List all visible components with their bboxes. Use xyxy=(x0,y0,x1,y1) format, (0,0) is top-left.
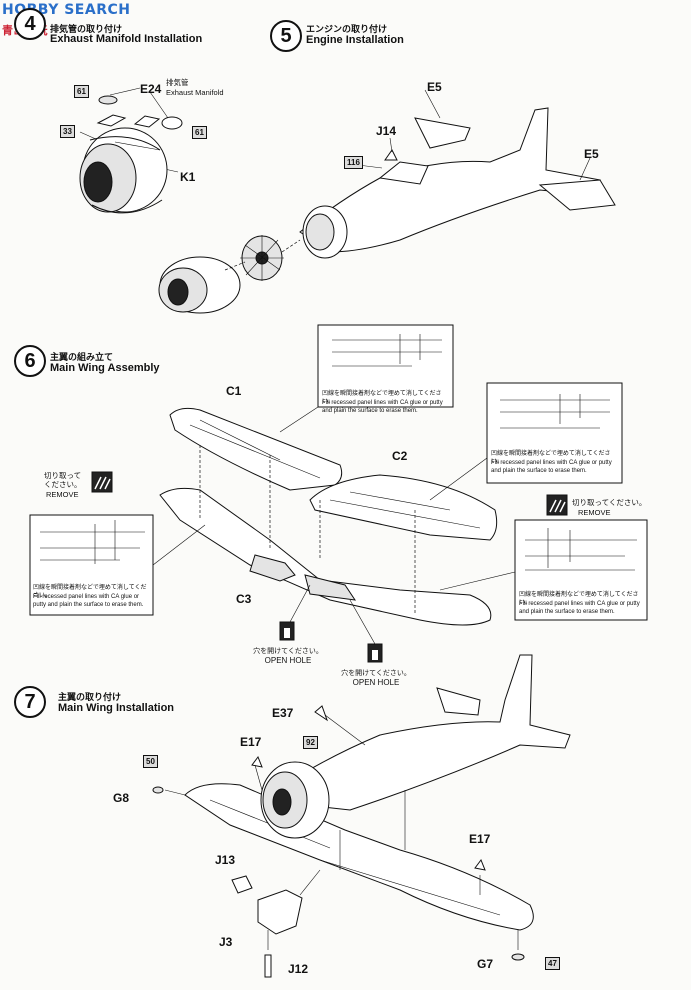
part-61-washer-a xyxy=(98,95,118,105)
fill-note-2-jp: 凹線を瞬間接着剤などで埋めて消してください。 xyxy=(491,450,611,465)
step-6-number: 6 xyxy=(14,345,46,377)
detail-box-2 xyxy=(486,382,623,484)
tag-61-b: 61 xyxy=(192,126,207,139)
label-e37: E37 xyxy=(272,706,294,720)
part-e24-pipe-b xyxy=(133,115,161,128)
remove-icon-left xyxy=(91,471,113,493)
fill-note-2-en: Fill recessed panel lines with CA glue o… xyxy=(491,460,612,474)
remove-left-jp: 切り取って ください。 xyxy=(44,471,82,489)
label-g8: G8 xyxy=(113,791,130,805)
label-c1: C1 xyxy=(226,384,242,398)
step-4-title-jp: 排気管の取り付け xyxy=(50,25,123,35)
step-5-drawing xyxy=(158,89,616,314)
open-hole-a-jp: 穴を開けてください。 xyxy=(253,647,323,655)
step-4-title-en: Exhaust Manifold Installation xyxy=(50,33,203,45)
tag-116: 116 xyxy=(344,156,363,169)
part-j3 xyxy=(257,889,303,935)
tag-47: 47 xyxy=(545,957,560,970)
open-hole-a-en: OPEN HOLE xyxy=(264,656,312,665)
part-61-washer-b xyxy=(161,116,183,130)
remove-right-jp: 切り取ってください。 xyxy=(572,498,647,507)
e24-en: Exhaust Manifold xyxy=(166,88,224,97)
part-e5-stabilizer-b xyxy=(538,179,616,211)
tag-50: 50 xyxy=(143,755,158,768)
part-e17-a xyxy=(251,755,263,768)
part-e24-pipe-a xyxy=(96,114,127,127)
part-c1-wing xyxy=(169,407,343,491)
tag-61-a: 61 xyxy=(74,85,89,98)
fill-note-4-en: Fill recessed panel lines with CA glue o… xyxy=(519,601,640,615)
label-e17-b: E17 xyxy=(469,832,491,846)
detail-box-3 xyxy=(29,514,154,616)
step-7-number: 7 xyxy=(14,686,46,718)
label-c2: C2 xyxy=(392,449,408,463)
part-e37 xyxy=(314,705,328,722)
label-e17-a: E17 xyxy=(240,735,262,749)
step-5-title-en: Engine Installation xyxy=(306,34,404,46)
label-k1: K1 xyxy=(180,170,196,184)
fill-note-3-en: Fill recessed panel lines with CA glue o… xyxy=(33,594,144,608)
label-j3: J3 xyxy=(219,935,233,949)
fill-note-1-jp: 凹線を瞬間接着剤などで埋めて消してください。 xyxy=(322,390,442,405)
step-6-drawing xyxy=(29,324,648,663)
remove-left-en: REMOVE xyxy=(46,490,79,499)
fuselage-step7 xyxy=(258,654,571,811)
fill-note-3-jp: 凹線を瞬間接着剤などで埋めて消してください。 xyxy=(33,584,147,599)
tag-92: 92 xyxy=(303,736,318,749)
step-5-title-jp: エンジンの取り付け xyxy=(306,25,388,35)
part-c3-wing xyxy=(159,487,492,626)
label-e24: E24 xyxy=(140,82,162,96)
step-6-title-en: Main Wing Assembly xyxy=(50,362,160,374)
part-j14-antenna xyxy=(384,149,398,161)
fuselage-step5 xyxy=(299,107,601,253)
fill-note-4-jp: 凹線を瞬間接着剤などで埋めて消してください。 xyxy=(519,591,639,606)
label-c3: C3 xyxy=(236,592,252,606)
part-j12 xyxy=(264,954,272,978)
label-j12: J12 xyxy=(288,962,309,976)
step-5-number: 5 xyxy=(270,20,302,52)
step-7-drawing xyxy=(152,654,571,978)
label-j14: J14 xyxy=(376,124,397,138)
open-hole-b-en: OPEN HOLE xyxy=(352,678,400,687)
label-e5-a: E5 xyxy=(427,80,442,94)
part-g7 xyxy=(511,953,525,961)
step-4-drawing xyxy=(79,87,183,214)
label-e5-b: E5 xyxy=(584,147,599,161)
part-e17-b xyxy=(474,858,486,871)
e24-jp: 排気管 xyxy=(166,78,189,87)
part-g8 xyxy=(152,786,164,794)
step-7-title-en: Main Wing Installation xyxy=(58,702,175,714)
part-e5-stabilizer-a xyxy=(414,117,471,149)
tag-33: 33 xyxy=(60,125,75,138)
label-j13: J13 xyxy=(215,853,236,867)
step-6-title-jp: 主翼の組み立て xyxy=(50,353,114,363)
step-4-number: 4 xyxy=(14,8,46,40)
remove-right-en: REMOVE xyxy=(578,508,611,517)
part-c2-wing xyxy=(309,474,498,541)
label-g7: G7 xyxy=(477,957,494,971)
part-j13 xyxy=(231,875,253,894)
fill-note-1-en: Fill recessed panel lines with CA glue o… xyxy=(322,400,443,414)
open-hole-b-jp: 穴を開けてください。 xyxy=(341,669,411,677)
step-7-title-jp: 主翼の取り付け xyxy=(58,693,122,703)
remove-icon-right xyxy=(546,494,568,516)
